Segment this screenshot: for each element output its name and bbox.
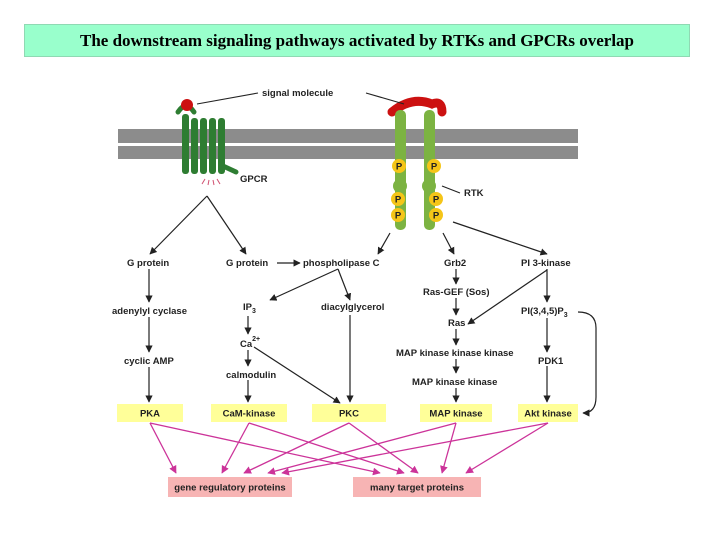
cell-membrane — [118, 129, 578, 159]
kinase-row: PKA CaM-kinase PKC MAP kinase Akt kinase — [117, 404, 578, 422]
cyclic-amp: cyclic AMP — [124, 356, 174, 367]
gpcr-label: GPCR — [240, 174, 268, 185]
signal-pointer-lines — [196, 92, 461, 194]
svg-text:MAP kinase: MAP kinase — [429, 409, 482, 420]
map-kinase-kinase: MAP kinase kinase — [412, 377, 497, 388]
pka-box: PKA — [117, 404, 183, 422]
g-protein-right: G protein — [226, 258, 268, 269]
svg-text:PKA: PKA — [140, 409, 160, 420]
svg-text:Akt kinase: Akt kinase — [524, 409, 572, 420]
svg-text:CaM-kinase: CaM-kinase — [223, 409, 276, 420]
rtk-ligand — [387, 96, 447, 117]
map-kinase-box: MAP kinase — [420, 404, 492, 422]
many-target-proteins-box: many target proteins — [353, 477, 481, 497]
camk-box: CaM-kinase — [211, 404, 287, 422]
phospho-badge: P — [429, 192, 443, 206]
svg-text:P: P — [433, 195, 440, 206]
svg-text:P: P — [396, 162, 403, 173]
phospholipase-c: phospholipase C — [303, 258, 380, 269]
svg-text:gene regulatory proteins: gene regulatory proteins — [174, 483, 285, 494]
ras-gef-sos: Ras-GEF (Sos) — [423, 287, 490, 298]
phospho-badge: P — [427, 159, 441, 173]
svg-text:many target proteins: many target proteins — [370, 483, 464, 494]
phospho-badge: P — [391, 192, 405, 206]
phospho-badge: P — [391, 208, 405, 222]
target-arrows — [149, 422, 549, 476]
svg-text:P: P — [395, 211, 402, 222]
calmodulin: calmodulin — [226, 370, 276, 381]
pdk1: PDK1 — [538, 356, 564, 367]
svg-text:P: P — [395, 195, 402, 206]
svg-text:PKC: PKC — [339, 409, 359, 420]
ras: Ras — [448, 318, 465, 329]
gene-regulatory-proteins-box: gene regulatory proteins — [168, 477, 292, 497]
akt-kinase-box: Akt kinase — [518, 404, 578, 422]
phospho-badge: P — [429, 208, 443, 222]
grb2: Grb2 — [444, 258, 466, 269]
g-protein-left: G protein — [127, 258, 169, 269]
pathway-arrows — [145, 195, 597, 417]
pathway-nodes: G protein G protein phospholipase C Grb2… — [112, 258, 571, 388]
phospho-badge: P — [392, 159, 406, 173]
pi3-kinase: PI 3-kinase — [521, 258, 571, 269]
ip3: IP3 — [243, 302, 256, 315]
target-row: gene regulatory proteins many target pro… — [168, 477, 481, 497]
rtk-label: RTK — [464, 188, 484, 199]
pip3: PI(3,4,5)P3 — [521, 306, 568, 319]
map-kinase-kinase-kinase: MAP kinase kinase kinase — [396, 348, 514, 359]
calcium-ion: Ca2+ — [240, 336, 260, 350]
signal-molecule-label: signal molecule — [262, 88, 333, 99]
slide-title: The downstream signaling pathways activa… — [24, 24, 690, 57]
pkc-box: PKC — [312, 404, 386, 422]
gpcr-receptor — [175, 99, 239, 186]
adenylyl-cyclase: adenylyl cyclase — [112, 306, 187, 317]
phospho-groups: P P P P P P — [391, 159, 443, 222]
svg-text:P: P — [431, 162, 438, 173]
diacylglycerol: diacylglycerol — [321, 302, 384, 313]
gpcr-ligand — [181, 99, 193, 111]
svg-text:P: P — [433, 211, 440, 222]
